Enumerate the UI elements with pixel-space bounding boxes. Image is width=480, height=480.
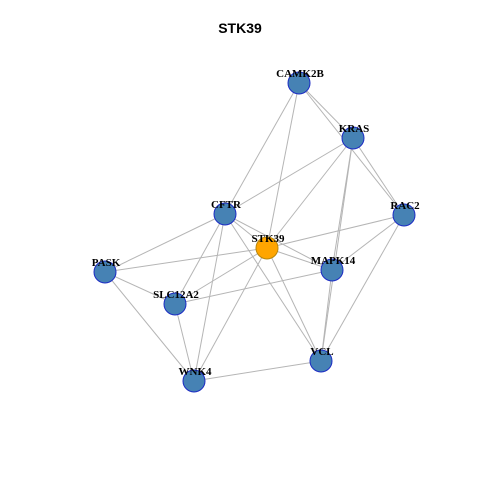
node-stk39: [255, 236, 279, 260]
edge-cftr-pask: [104, 213, 226, 273]
node-pask: [93, 260, 117, 284]
edge-camk2b-cftr: [224, 82, 300, 215]
edge-kras-rac2: [352, 137, 405, 216]
edge-cftr-slc12a2: [174, 213, 226, 305]
edge-stk39-wnk4: [193, 247, 268, 382]
edge-slc12a2-wnk4: [174, 303, 195, 382]
node-camk2b: [287, 71, 311, 95]
edge-mapk14-slc12a2: [174, 269, 333, 305]
node-label-wnk4: WNK4: [179, 366, 213, 378]
edge-kras-vcl: [320, 137, 354, 362]
node-rac2: [392, 203, 416, 227]
node-label-mapk14: MAPK14: [311, 255, 356, 267]
edge-pask-wnk4: [104, 271, 195, 382]
edge-kras-cftr: [224, 137, 354, 215]
edge-cftr-mapk14: [224, 213, 333, 271]
edge-camk2b-stk39: [266, 82, 300, 249]
node-label-kras: KRAS: [339, 123, 370, 135]
node-label-camk2b: CAMK2B: [276, 68, 324, 80]
edge-rac2-stk39: [266, 214, 405, 249]
node-cftr: [213, 202, 237, 226]
edge-kras-stk39: [266, 137, 354, 249]
edge-pask-slc12a2: [104, 271, 176, 305]
edge-mapk14-vcl: [320, 269, 333, 362]
node-label-pask: PASK: [92, 257, 121, 269]
node-wnk4: [182, 369, 206, 393]
chart-title: STK39: [218, 20, 262, 36]
node-label-cftr: CFTR: [211, 199, 242, 211]
edge-stk39-pask: [104, 247, 268, 273]
node-kras: [341, 126, 365, 150]
edge-cftr-wnk4: [193, 213, 226, 382]
node-label-stk39: STK39: [251, 233, 285, 245]
edge-rac2-mapk14: [331, 214, 405, 271]
edge-camk2b-kras: [298, 82, 354, 139]
node-label-slc12a2: SLC12A2: [153, 289, 199, 301]
edge-stk39-slc12a2: [174, 247, 268, 305]
node-vcl: [309, 349, 333, 373]
node-label-rac2: RAC2: [390, 200, 420, 212]
node-label-vcl: VCL: [310, 346, 333, 358]
node-mapk14: [320, 258, 344, 282]
edge-stk39-vcl: [266, 247, 322, 362]
node-layer: [93, 71, 416, 393]
node-slc12a2: [163, 292, 187, 316]
edge-rac2-vcl: [320, 214, 405, 362]
edge-cftr-vcl: [224, 213, 322, 362]
edge-wnk4-vcl: [193, 360, 322, 382]
